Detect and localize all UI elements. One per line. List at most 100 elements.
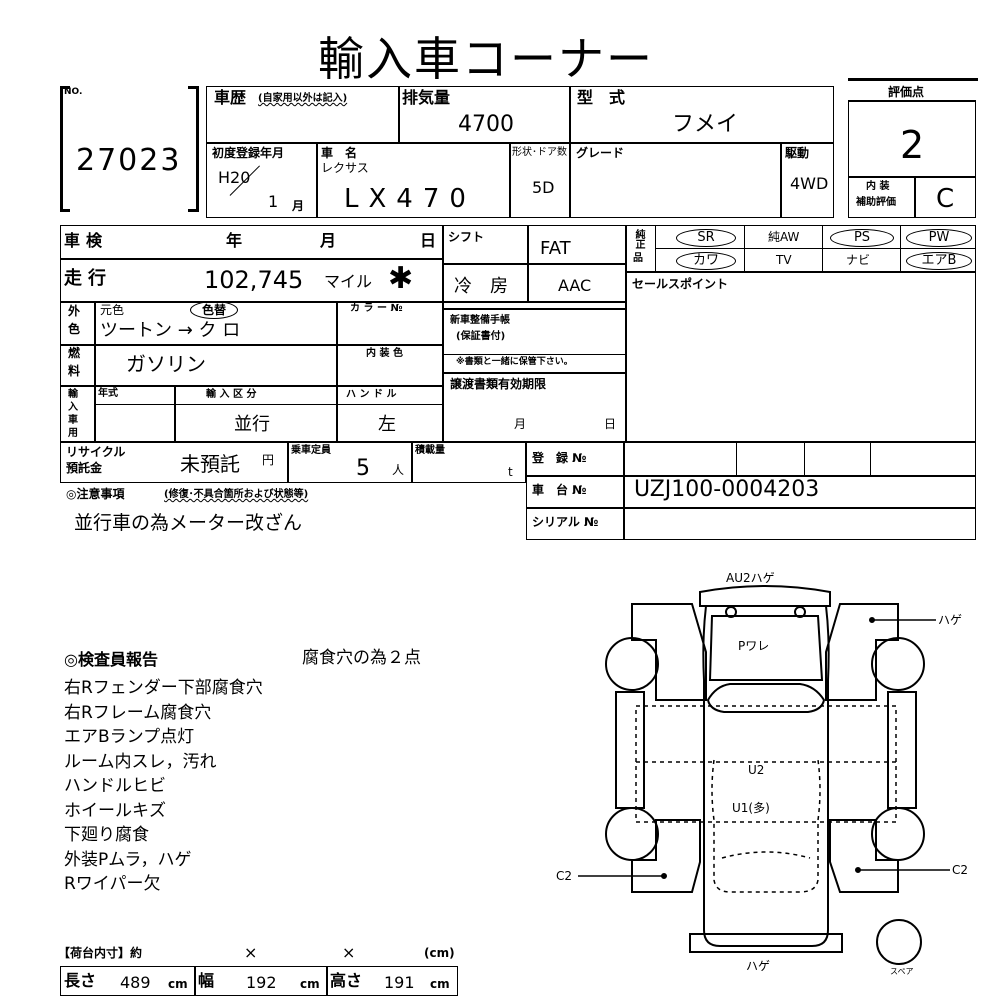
cargo-length-unit: cm xyxy=(168,977,188,991)
first-reg-label: 初度登録年月 xyxy=(212,146,285,160)
cargo-width-label: 幅 xyxy=(198,971,215,990)
mileage-value: 102,745 xyxy=(204,266,304,294)
color-value: ツートン → ク ロ xyxy=(100,320,241,341)
diagram-hage-bottom: ハゲ xyxy=(746,959,771,973)
shift-label: シフト xyxy=(448,230,485,244)
report-item: ハンドルヒビ xyxy=(64,776,166,796)
car-name-label: 車 名 xyxy=(321,146,358,160)
reg-no-label: 登 録 № xyxy=(532,451,587,465)
interior-score-value: C xyxy=(936,184,955,214)
orig-color-label: 元色 xyxy=(100,303,125,317)
report-item: ルーム内スレ，汚れ xyxy=(64,751,217,772)
report-list: 右Rフェンダー下部腐食穴 右Rフレーム腐食穴 エアBランプ点灯 ルーム内スレ，汚… xyxy=(64,676,263,897)
diagram-u2: U2 xyxy=(748,763,765,777)
color-changed-mark: 色替 xyxy=(190,301,238,319)
first-reg-month-unit: 月 xyxy=(292,199,305,213)
spec-grid xyxy=(60,225,976,442)
serial-label: シリアル № xyxy=(532,515,599,529)
car-maker: レクサス xyxy=(321,161,369,175)
cargo-table xyxy=(60,966,458,996)
lot-number: 27023 xyxy=(76,143,182,178)
diagram-u1: U1(多) xyxy=(732,801,770,815)
recycle-label: リサイクル xyxy=(66,445,126,459)
report-item: Rワイパー欠 xyxy=(64,874,161,894)
equip-tv: TV xyxy=(776,253,792,267)
color-label-top: 外 xyxy=(68,304,81,318)
import-type-label: 輸 入 区 分 xyxy=(206,389,257,400)
fuel-label-bot: 料 xyxy=(68,364,81,378)
cargo-x2: × xyxy=(342,943,356,962)
registration-table xyxy=(526,442,976,540)
mileage-mark: ✱ xyxy=(388,261,414,296)
capacity-unit: 人 xyxy=(392,463,405,477)
fuel-value: ガソリン xyxy=(126,352,206,376)
mileage-label: 走行 xyxy=(64,268,112,289)
mileage-unit: マイル xyxy=(324,272,373,291)
displacement-label: 排気量 xyxy=(402,88,451,107)
equip-aw: 純AW xyxy=(768,230,800,244)
load-label: 積載量 xyxy=(415,445,445,456)
equip-leather: カワ xyxy=(676,252,736,270)
cargo-unit: (cm) xyxy=(424,946,455,960)
cargo-height-label: 高さ xyxy=(330,971,363,990)
equip-ps: PS xyxy=(830,229,894,247)
sales-point-label: セールスポイント xyxy=(632,277,729,291)
service-book-sub: (保証書付) xyxy=(456,331,506,342)
recycle-unit: 円 xyxy=(262,453,275,467)
aircon-value: AAC xyxy=(558,276,592,295)
handle-label: ハ ン ド ル xyxy=(346,389,397,400)
car-name-value: LX470 xyxy=(344,184,476,214)
service-book-note: ※書類と一緒に保管下さい。 xyxy=(456,357,573,367)
doors-value: 5D xyxy=(532,178,555,197)
load-unit: t xyxy=(508,465,513,479)
transfer-label: 譲渡書類有効期限 xyxy=(450,377,547,391)
aircon-label: 冷 房 xyxy=(454,276,508,297)
history-sub: (自家用以外は記入) xyxy=(258,93,348,104)
equip-airbag: エアB xyxy=(906,252,972,270)
inspection-month: 月 xyxy=(320,231,337,250)
grade-label: グレード xyxy=(576,146,625,160)
equipment-label-top: 純正 xyxy=(633,229,644,249)
report-headline: 腐食穴の為２点 xyxy=(302,648,421,668)
report-item: 右Rフレーム腐食穴 xyxy=(64,702,212,723)
inspection-year: 年 xyxy=(226,231,243,250)
handle-value: 左 xyxy=(378,414,396,435)
recycle-box xyxy=(60,442,526,483)
capacity-value: 5 xyxy=(356,456,370,481)
equipment-label-bot: 品 xyxy=(633,253,643,264)
interior-color-label: 内 装 色 xyxy=(366,348,403,359)
cargo-label: 【荷台内寸】約 xyxy=(58,946,143,960)
chassis-label: 車 台 № xyxy=(532,483,587,497)
cargo-x1: × xyxy=(244,943,258,962)
drive-value: 4WD xyxy=(790,174,829,193)
service-book-label: 新車整備手帳 xyxy=(450,315,510,326)
color-label-bot: 色 xyxy=(68,322,81,336)
notes-label: ◎注意事項 xyxy=(66,487,125,501)
score-label: 評価点 xyxy=(888,85,925,99)
model-label: 型 式 xyxy=(577,88,626,107)
cargo-length-value: 489 xyxy=(120,973,151,992)
chassis-value: UZJ100-0004203 xyxy=(634,477,820,502)
recycle-value: 未預託 xyxy=(180,452,240,476)
notes-sub: (修復･不具合箇所および状態等) xyxy=(164,489,309,500)
diagram-c2-right: C2 xyxy=(952,863,969,877)
vehicle-info-box xyxy=(206,86,834,218)
color-no-label: カ ラ ー № xyxy=(350,303,403,314)
equip-sr: SR xyxy=(676,229,736,247)
equip-navi: ナビ xyxy=(846,253,871,267)
report-item: エアBランプ点灯 xyxy=(64,727,195,747)
notes-text: 並行車の為メーター改ざん xyxy=(74,512,303,534)
report-item: 下廻り腐食 xyxy=(64,825,149,845)
history-label: 車歴 xyxy=(214,88,247,107)
capacity-label: 乗車定員 xyxy=(291,445,331,456)
cargo-height-value: 191 xyxy=(384,973,415,992)
no-label: NO. xyxy=(64,87,83,97)
diagram-spare: スペア xyxy=(890,967,914,976)
transfer-day: 日 xyxy=(604,417,617,431)
report-item: 外装Pムラ，ハゲ xyxy=(64,849,192,870)
report-label: ◎検査員報告 xyxy=(64,650,158,669)
page-title: 輸入車コーナー xyxy=(318,32,654,86)
report-item: 右Rフェンダー下部腐食穴 xyxy=(64,678,263,698)
diagram-c2-left: C2 xyxy=(556,869,573,883)
drive-label: 駆動 xyxy=(785,146,810,160)
